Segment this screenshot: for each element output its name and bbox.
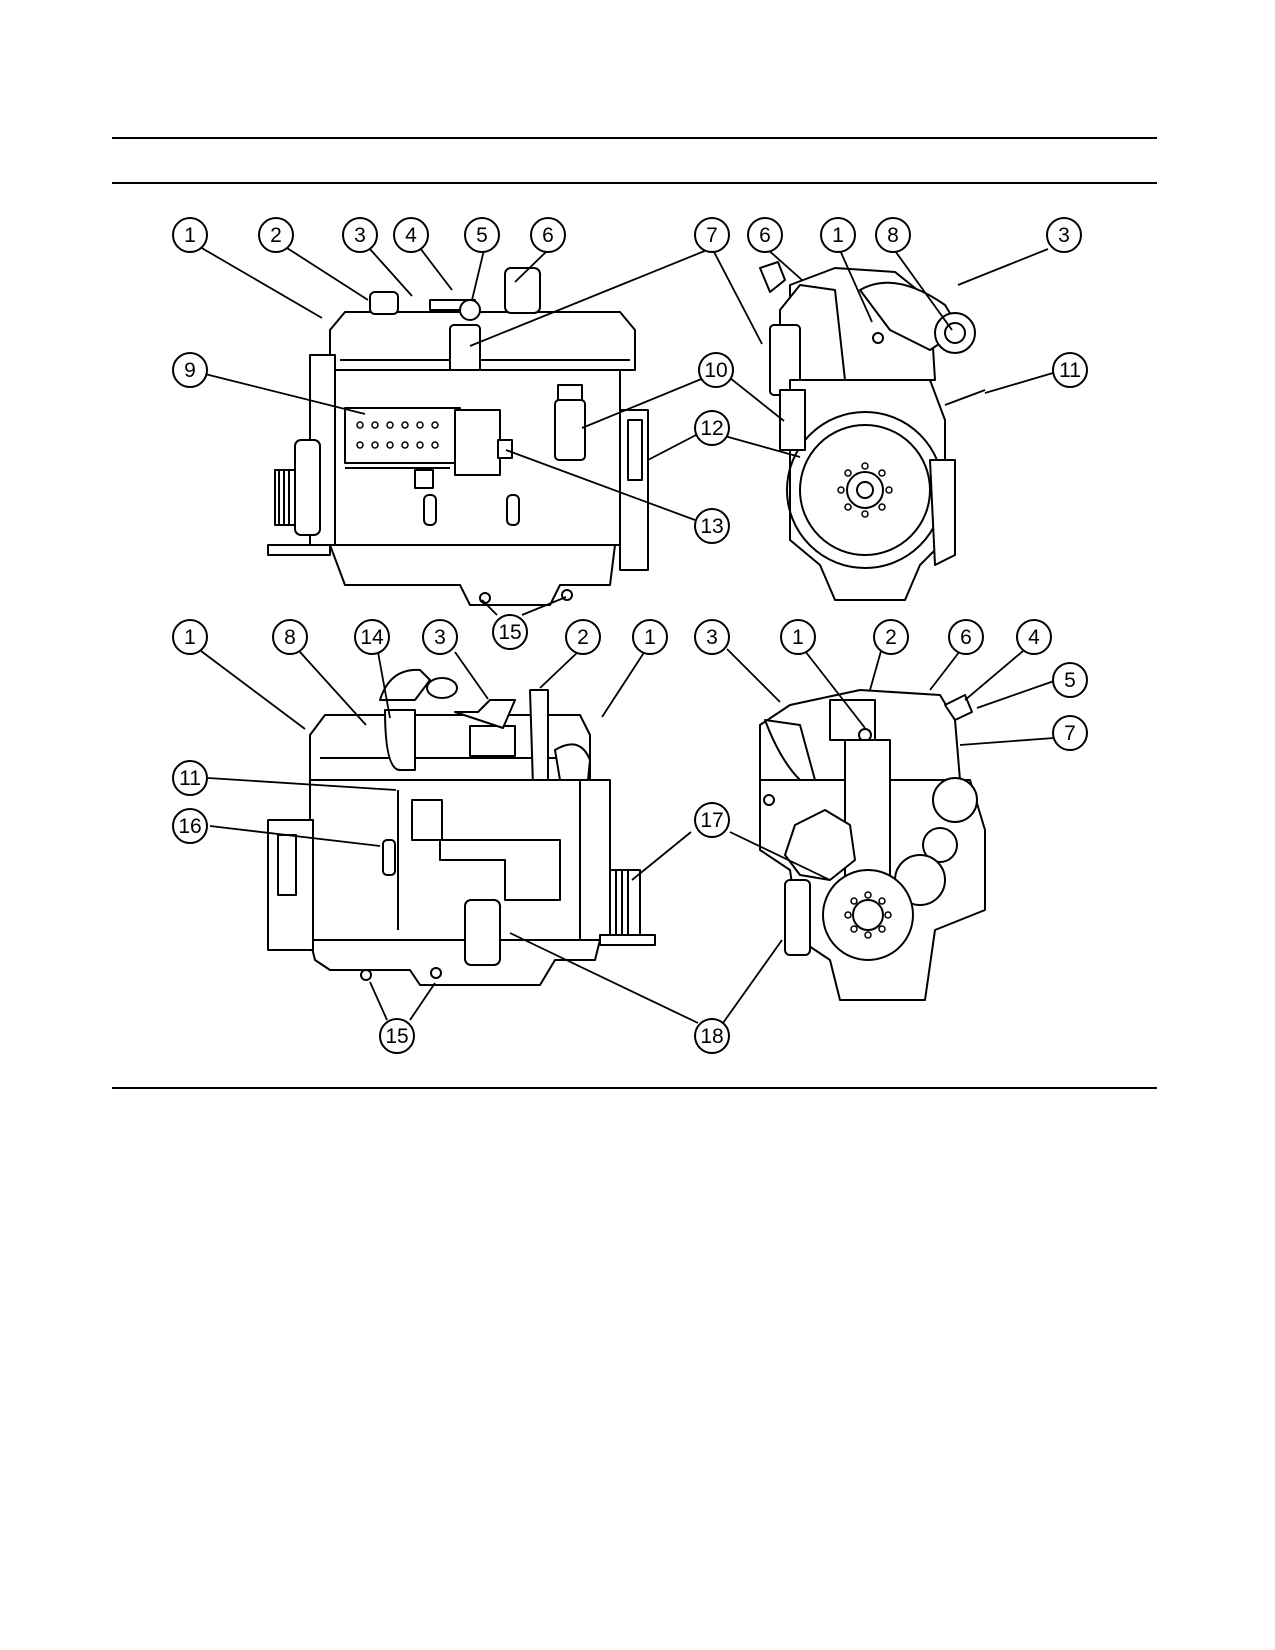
- callouts-view-right-side: 1 8 14 3 2 1 11 16 15 18: [172, 619, 730, 1054]
- svg-text:4: 4: [1028, 626, 1040, 649]
- callout-bubble: 1: [172, 217, 208, 253]
- svg-text:6: 6: [759, 224, 771, 247]
- callout-bubble: 1: [632, 619, 668, 655]
- svg-text:3: 3: [434, 626, 446, 649]
- callout-bubble: 1: [172, 619, 208, 655]
- callout-bubble: 16: [172, 808, 208, 844]
- engine-view-left-side: [267, 267, 649, 606]
- callout-bubble: 14: [354, 619, 390, 655]
- callout-bubble: 2: [565, 619, 601, 655]
- engine-view-front: [759, 689, 986, 1001]
- svg-text:9: 9: [184, 359, 196, 382]
- svg-text:3: 3: [354, 224, 366, 247]
- svg-text:12: 12: [700, 417, 723, 440]
- callout-bubble: 11: [1052, 352, 1088, 388]
- callout-bubble: 3: [694, 619, 730, 655]
- svg-text:5: 5: [1064, 669, 1076, 692]
- svg-text:15: 15: [498, 621, 521, 644]
- svg-text:15: 15: [385, 1025, 408, 1048]
- callout-bubble: 10: [698, 352, 734, 388]
- header-rule-bottom: [112, 182, 1157, 184]
- callout-bubble: 13: [694, 508, 730, 544]
- callout-bubble: 5: [1052, 662, 1088, 698]
- callout-bubble: 8: [272, 619, 308, 655]
- svg-text:1: 1: [644, 626, 656, 649]
- callout-bubble: 11: [172, 760, 208, 796]
- svg-text:8: 8: [887, 224, 899, 247]
- svg-text:8: 8: [284, 626, 296, 649]
- callout-bubble: 18: [694, 1018, 730, 1054]
- svg-text:5: 5: [476, 224, 488, 247]
- callout-bubble: 7: [694, 217, 730, 253]
- callout-bubble: 15: [379, 1018, 415, 1054]
- svg-text:10: 10: [704, 359, 727, 382]
- footer-rule: [112, 1087, 1157, 1089]
- callout-bubble: 6: [747, 217, 783, 253]
- callout-bubble: 6: [948, 619, 984, 655]
- engine-view-right-side: [267, 668, 656, 986]
- callout-bubble: 12: [694, 410, 730, 446]
- svg-text:2: 2: [270, 224, 282, 247]
- svg-text:1: 1: [184, 224, 196, 247]
- callout-bubble: 6: [530, 217, 566, 253]
- callout-bubble: 3: [422, 619, 458, 655]
- engine-view-rear: [759, 261, 986, 601]
- svg-text:1: 1: [184, 626, 196, 649]
- svg-text:2: 2: [577, 626, 589, 649]
- svg-text:18: 18: [700, 1025, 723, 1048]
- svg-text:2: 2: [885, 626, 897, 649]
- callout-bubble: 1: [780, 619, 816, 655]
- callout-bubble: 3: [342, 217, 378, 253]
- svg-text:17: 17: [700, 809, 723, 832]
- svg-text:3: 3: [706, 626, 718, 649]
- callouts-view-front: 3 1 2 6 4 5 7 17: [694, 619, 1088, 838]
- svg-text:3: 3: [1058, 224, 1070, 247]
- callouts-view-rear: 6 1 8 3 11: [747, 217, 1088, 388]
- callout-bubble: 9: [172, 352, 208, 388]
- svg-text:6: 6: [542, 224, 554, 247]
- callout-bubble: 1: [820, 217, 856, 253]
- callout-bubble: 15: [492, 614, 528, 650]
- leader-lines: [199, 246, 1055, 1024]
- svg-text:13: 13: [700, 515, 723, 538]
- svg-text:7: 7: [1064, 722, 1076, 745]
- callout-bubble: 2: [258, 217, 294, 253]
- svg-text:14: 14: [360, 626, 384, 649]
- svg-text:4: 4: [405, 224, 417, 247]
- callout-bubble: 7: [1052, 715, 1088, 751]
- svg-text:11: 11: [1059, 359, 1081, 382]
- callout-bubble: 5: [464, 217, 500, 253]
- svg-text:6: 6: [960, 626, 972, 649]
- callout-bubble: 3: [1046, 217, 1082, 253]
- svg-text:1: 1: [832, 224, 844, 247]
- callout-bubble: 4: [1016, 619, 1052, 655]
- svg-text:7: 7: [706, 224, 718, 247]
- svg-text:16: 16: [178, 815, 201, 838]
- callout-bubble: 17: [694, 802, 730, 838]
- svg-text:1: 1: [792, 626, 804, 649]
- header-rule-top: [112, 137, 1157, 139]
- callout-bubble: 8: [875, 217, 911, 253]
- callout-bubble: 4: [393, 217, 429, 253]
- callouts-view-left-side: 1 2 3 4 5 6 7 9 10 12 13 15: [172, 217, 734, 650]
- svg-text:11: 11: [179, 767, 201, 790]
- callout-bubble: 2: [873, 619, 909, 655]
